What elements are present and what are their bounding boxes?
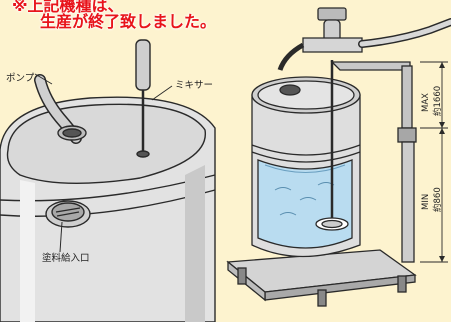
drum-assembly <box>226 7 451 307</box>
pump-label: ポンプ <box>6 73 35 84</box>
min-value: 約860 <box>433 187 443 212</box>
mixer-label: ミキサー <box>175 80 214 91</box>
drum-closeup <box>0 39 216 322</box>
max-label: MAX <box>421 93 431 112</box>
paint-inlet-label: 塗料給入口 <box>42 253 90 264</box>
discontinued-notice-line1: ※上記機種は、 <box>12 0 124 15</box>
min-label: MIN <box>421 193 431 210</box>
max-value: 約1660 <box>433 85 443 116</box>
leader-lines <box>34 73 173 101</box>
discontinued-notice-line2: 生産が終了致しました。 <box>40 12 217 31</box>
